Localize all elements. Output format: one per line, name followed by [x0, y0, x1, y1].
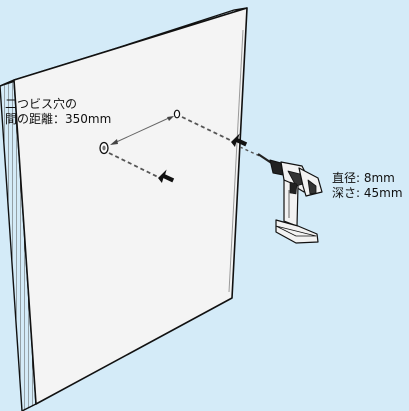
- hole-icon: [99, 141, 109, 155]
- cursor-arrow-icon: [158, 169, 175, 183]
- board-face: [13, 7, 248, 405]
- guide-line: [108, 152, 161, 179]
- cursor-arrow-icon: [231, 133, 248, 147]
- spacing-label-line2: 間の距離：350mm: [5, 112, 112, 126]
- drill-spec-label: 直径: 8mm 深さ: 45mm: [332, 171, 403, 201]
- spacing-label-line1: 二つビス穴の: [5, 97, 78, 111]
- hole-icon: [173, 109, 181, 119]
- spacing-label: 二つビス穴の 間の距離：350mm: [5, 97, 111, 127]
- spacing-dimension-line: [110, 116, 174, 145]
- guide-line: [181, 116, 235, 143]
- board-face-shade: [228, 29, 244, 293]
- drill-diameter-text: 直径: 8mm: [332, 171, 395, 185]
- drill-depth-text: 深さ: 45mm: [332, 186, 403, 200]
- cordless-drill-icon: [257, 153, 323, 244]
